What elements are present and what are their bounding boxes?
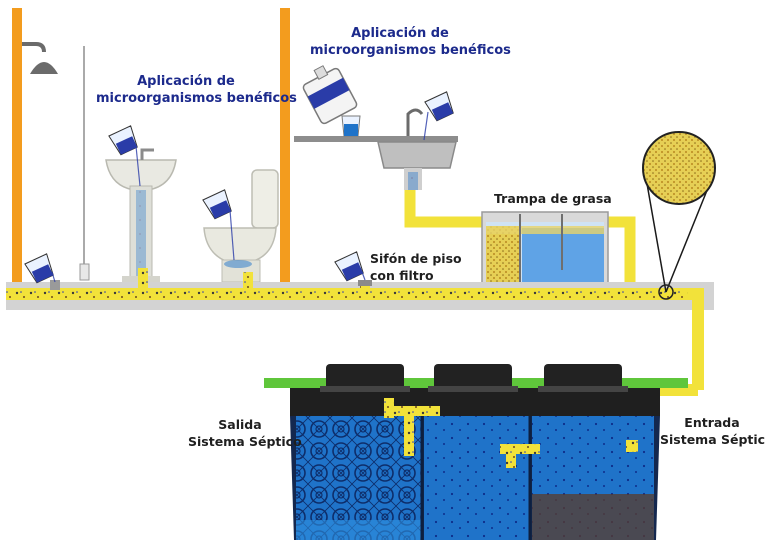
septic-feed-pipe (688, 288, 704, 390)
chemical-jug-icon (302, 65, 361, 137)
label-floor-drain: Sifón de piso con filtro (370, 251, 462, 283)
label-grease-trap: Trampa de grasa (494, 191, 612, 206)
measuring-cup-icon (108, 125, 138, 156)
septic-tank-icon (264, 364, 688, 540)
main-drain-pipe (6, 288, 688, 300)
grease-trap (481, 211, 609, 291)
shower-head-icon (22, 42, 90, 281)
filter-magnifier-icon (642, 131, 716, 300)
sink-drain-pipe (404, 190, 484, 228)
toilet-icon (203, 169, 279, 283)
sink-icon (377, 108, 457, 190)
left-wall (12, 8, 22, 286)
pedestal-sink-icon (105, 148, 177, 284)
measuring-cup-icon (334, 251, 364, 282)
measuring-cup-icon (24, 253, 54, 284)
measuring-cup-icon (424, 91, 454, 122)
label-septic-inlet: Entrada Sistema Séptico (660, 415, 765, 447)
label-microorganisms-right: Aplicación de microorganismos benéficos (310, 26, 511, 58)
measuring-cup-icon (202, 189, 232, 220)
counter-shelf (294, 136, 458, 142)
label-microorganisms-left: Aplicación de microorganismos benéficos (96, 74, 297, 106)
label-septic-outlet: Salida Sistema Séptico (188, 417, 302, 449)
middle-wall (280, 8, 290, 286)
